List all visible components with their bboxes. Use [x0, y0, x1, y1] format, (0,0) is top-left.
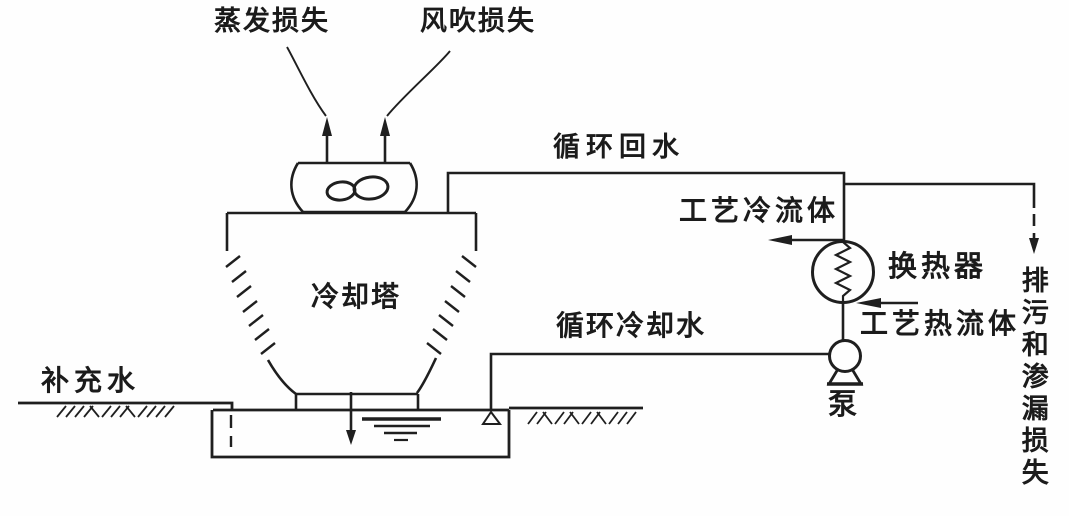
label-process-cold-fluid: 工艺冷流体	[679, 196, 840, 227]
return-water-pipe	[446, 171, 846, 242]
label-pump: 泵	[828, 389, 860, 421]
heat-exchanger-symbol	[811, 240, 875, 341]
cooling-water-pipe	[489, 352, 829, 410]
label-evaporation-loss: 蒸发损失	[214, 6, 330, 36]
spray-down-arrow	[346, 392, 356, 445]
blowdown-arrow	[844, 182, 1039, 254]
label-circulating-return-water: 循环回水	[553, 132, 685, 162]
label-wind-drift-loss: 风吹损失	[420, 6, 536, 36]
label-makeup-water: 补充水	[41, 366, 141, 397]
label-blowdown-and-leakage-loss: 排污和渗漏损失	[1017, 266, 1048, 490]
hot-fluid-arrow	[856, 298, 918, 308]
label-cooling-tower: 冷却塔	[311, 282, 402, 313]
cooling-tower-outline	[225, 211, 478, 410]
label-circulating-cooling-water: 循环冷却水	[556, 311, 707, 342]
basin	[210, 406, 643, 459]
pump-symbol	[826, 339, 864, 386]
label-heat-exchanger: 换热器	[888, 251, 988, 283]
label-process-hot-fluid: 工艺热流体	[860, 309, 1021, 340]
makeup-water-pipe	[18, 401, 234, 447]
cold-fluid-arrow	[768, 235, 844, 245]
fan-blades-icon	[325, 175, 390, 202]
ground-hatching-left	[56, 405, 175, 418]
water-level-icon	[362, 417, 441, 442]
evaporation-arrow	[286, 46, 332, 163]
wind-drift-arrow	[380, 50, 451, 163]
suction-strainer-icon	[481, 410, 502, 425]
ground-hatching-right	[527, 411, 637, 425]
